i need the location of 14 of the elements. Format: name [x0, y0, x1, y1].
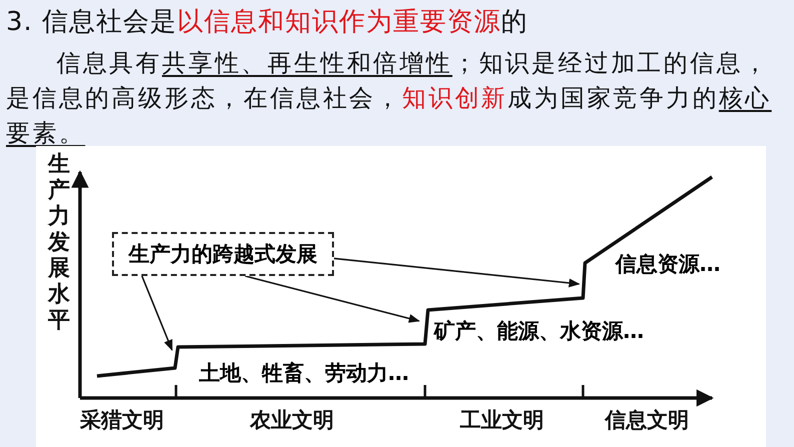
- axis-label: 农业文明: [250, 407, 334, 434]
- callout-box: 生产力的跨越式发展: [112, 232, 334, 276]
- annotation-text: 土地、牲畜、劳动力…: [190, 360, 418, 386]
- annotation-text: 矿产、能源、水资源…: [434, 318, 644, 344]
- axis-label: 采猎文明: [80, 407, 164, 434]
- axis-label: 信息文明: [605, 407, 689, 434]
- leader-arrow: [141, 276, 173, 352]
- axis-label: 工业文明: [460, 407, 544, 434]
- annotation-text: 信息资源…: [612, 251, 724, 277]
- axis-title: 生产力发展水平: [48, 152, 70, 334]
- heading: 3. 信息社会是以信息和知识作为重要资源的: [6, 6, 528, 39]
- leader-arrow: [334, 258, 580, 288]
- paragraph: 信息具有共享性、再生性和倍增性；知识是经过加工的信息，是信息的高级形态，在信息社会，知识创新成为国家竞争力的核心要素。: [6, 48, 773, 149]
- leader-arrow: [245, 275, 420, 323]
